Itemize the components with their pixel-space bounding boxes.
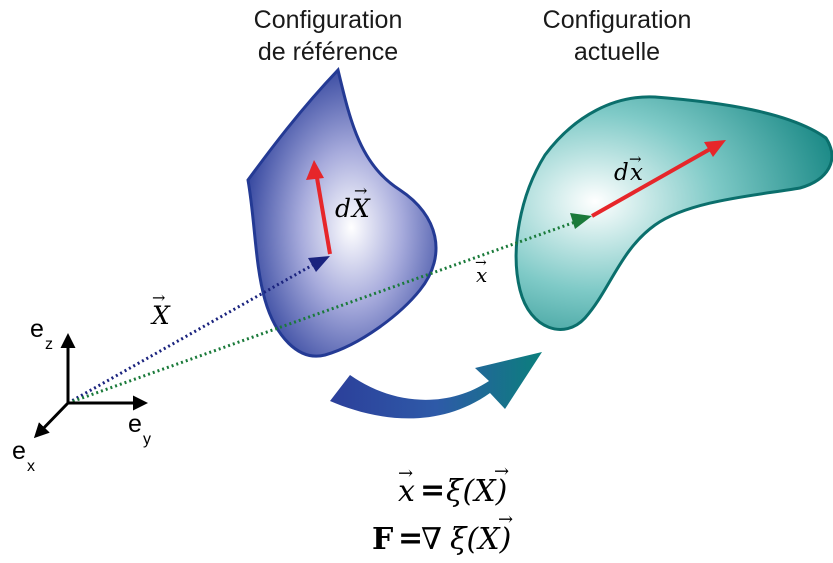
- current-differential-label: d x →: [614, 150, 643, 186]
- svg-text:=: =: [398, 521, 423, 556]
- svg-text:∇: ∇: [421, 522, 442, 557]
- svg-text:ξ(X): ξ(X): [446, 474, 507, 509]
- reference-position-arrowhead: [308, 256, 330, 272]
- svg-text:→: →: [152, 288, 165, 307]
- reference-differential-label: d X →: [335, 181, 371, 223]
- svg-text:d: d: [335, 194, 351, 223]
- current-differential-vector: [591, 146, 713, 218]
- svg-text:d: d: [614, 160, 629, 186]
- svg-text:→: →: [354, 181, 367, 200]
- current-body-shape: [514, 95, 833, 331]
- current-config-title-line2: actuelle: [574, 38, 660, 66]
- svg-text:x: x: [630, 160, 643, 186]
- reference-config-title-line2: de référence: [258, 38, 398, 66]
- svg-text:ξ(X): ξ(X): [450, 522, 511, 557]
- svg-text:→: →: [398, 463, 413, 484]
- equation-deformation-gradient: F = ∇ ξ(X) →: [372, 509, 513, 557]
- reference-config-title-line1: Configuration: [254, 6, 403, 34]
- svg-text:→: →: [629, 150, 642, 168]
- svg-text:F: F: [372, 522, 393, 557]
- svg-text:e: e: [12, 437, 26, 465]
- svg-text:x: x: [476, 263, 487, 287]
- svg-text:X: X: [350, 194, 371, 223]
- current-position-label: x →: [475, 255, 487, 287]
- axis-z-label: e z: [30, 315, 53, 353]
- reference-position-label: X →: [150, 288, 171, 330]
- reference-differential-arrowhead: [306, 160, 324, 180]
- current-position-arrowhead: [570, 213, 592, 229]
- current-config-title-line1: Configuration: [543, 6, 692, 34]
- equation-mapping: x → = ξ(X) →: [398, 461, 509, 509]
- svg-text:X: X: [150, 301, 171, 330]
- svg-text:z: z: [45, 336, 53, 353]
- axis-y-label: e y: [128, 410, 151, 448]
- svg-text:x: x: [398, 474, 415, 509]
- svg-text:→: →: [475, 255, 487, 271]
- axis-x-label: e x: [12, 437, 35, 475]
- svg-text:y: y: [143, 431, 151, 448]
- svg-text:→: →: [494, 461, 509, 482]
- svg-text:x: x: [27, 458, 35, 475]
- reference-differential-vector: [314, 171, 332, 255]
- current-position-vector: [67, 219, 579, 405]
- transformation-arrow: [330, 352, 542, 419]
- svg-text:e: e: [30, 315, 44, 343]
- axis-x: [33, 401, 70, 439]
- svg-text:→: →: [498, 509, 513, 530]
- svg-text:=: =: [420, 473, 445, 508]
- current-differential-arrowhead: [704, 140, 726, 157]
- svg-text:e: e: [128, 410, 142, 438]
- reference-body-shape: [246, 66, 438, 358]
